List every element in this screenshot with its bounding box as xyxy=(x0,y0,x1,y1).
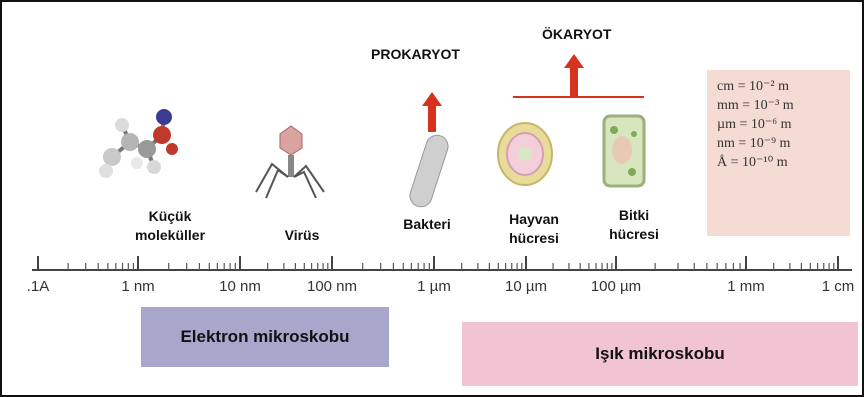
electron-microscope-box: Elektron mikroskobu xyxy=(141,307,389,367)
plant-cell-label: Bitki hücresi xyxy=(609,207,659,242)
scale-label: 10 µm xyxy=(505,278,547,295)
animal-cell-label: Hayvan hücresi xyxy=(509,211,559,246)
conversion-um: µm = 10⁻⁶ m xyxy=(717,117,792,132)
conversion-angstrom: Å = 10⁻¹⁰ m xyxy=(717,155,788,170)
eukaryote-header: ÖKARYOT xyxy=(542,26,612,42)
prokaryote-arrow-shaft xyxy=(428,106,436,132)
plant-cell-illustration xyxy=(602,114,646,188)
animal-cell-illustration xyxy=(497,122,553,186)
unit-conversion-box: cm = 10⁻² m mm = 10⁻³ m µm = 10⁻⁶ m nm =… xyxy=(707,70,850,236)
conversion-mm: mm = 10⁻³ m xyxy=(717,98,794,113)
molecule-illustration xyxy=(99,109,178,178)
small-molecules-label: Küçük moleküller xyxy=(134,208,206,243)
scale-label: 100 nm xyxy=(306,278,358,295)
scale-label: 1 mm xyxy=(727,278,765,295)
log-scale-axis xyxy=(32,256,852,271)
scale-label: 10 nm xyxy=(219,278,261,295)
scale-label: 100 µm xyxy=(590,278,642,295)
light-microscope-box: Işık mikroskobu xyxy=(462,322,858,386)
virus-label: Virüs xyxy=(284,227,320,243)
electron-microscope-label: Elektron mikroskobu xyxy=(180,327,350,346)
eukaryote-arrow-shaft xyxy=(570,68,578,96)
scale-label: .1A xyxy=(26,278,50,295)
prokaryote-arrow-head xyxy=(422,92,442,106)
eukaryote-bracket-line xyxy=(513,96,644,98)
conversion-nm: nm = 10⁻⁹ m xyxy=(717,136,791,151)
scale-label: 1 cm xyxy=(821,278,855,295)
virus-illustration xyxy=(255,125,325,199)
prokaryote-header: PROKARYOT xyxy=(371,46,460,62)
light-microscope-label: Işık mikroskobu xyxy=(595,344,725,363)
scale-label: 1 nm xyxy=(121,278,155,295)
eukaryote-arrow-head xyxy=(564,54,584,68)
scale-label: 1 µm xyxy=(417,278,451,295)
bacteria-illustration xyxy=(409,134,449,208)
bacteria-label: Bakteri xyxy=(403,216,451,232)
conversion-cm: cm = 10⁻² m xyxy=(717,79,789,94)
